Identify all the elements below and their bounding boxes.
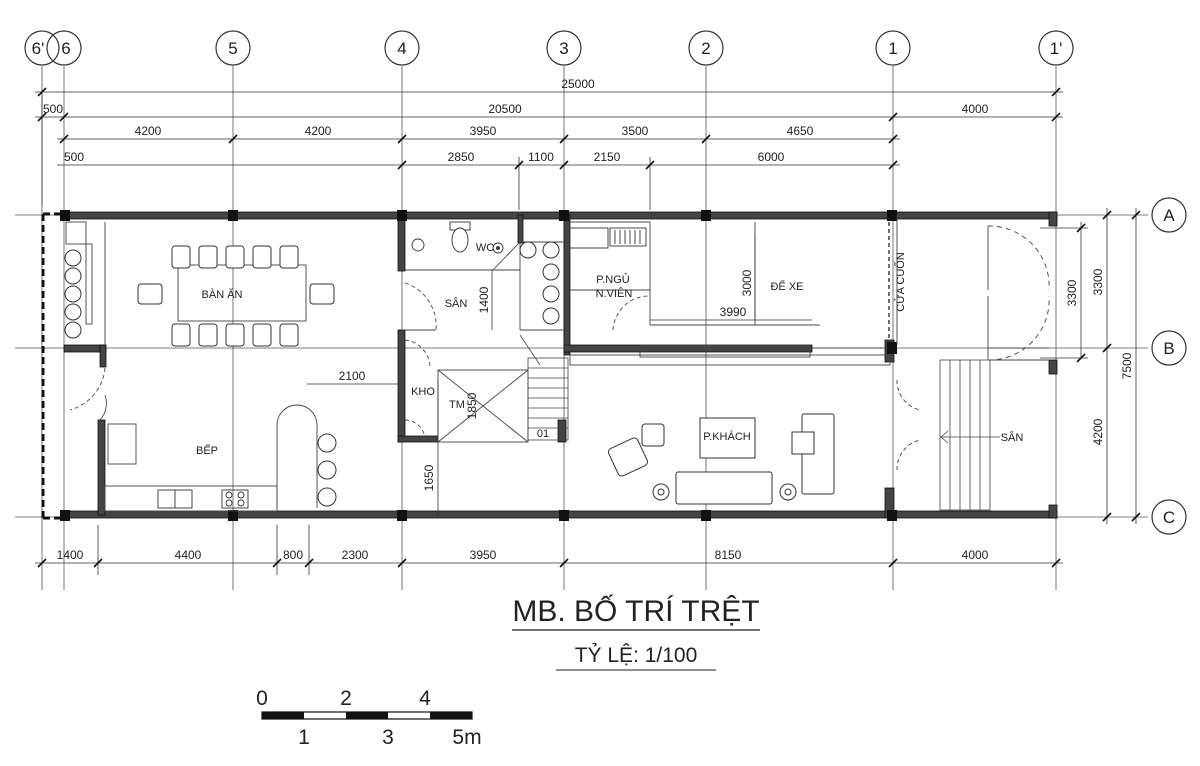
dimension-texts-right: 3300 4200 7500 3300 [1065, 268, 1134, 445]
room-elevator: TM [449, 399, 465, 411]
dim-1400-bottom: 1400 [57, 548, 84, 562]
axis-label-1: 1 [888, 39, 897, 58]
axis-label-a: A [1163, 206, 1175, 225]
scale-label-1: 1 [298, 726, 310, 749]
plants [64, 241, 560, 339]
scale-label-2: 2 [340, 687, 352, 710]
dimension-ticks-top [37, 87, 1061, 170]
dim-3300-right: 3300 [1091, 268, 1105, 295]
room-rolling-door: CỬA CUỐN [893, 252, 907, 312]
dim-3950-top: 3950 [470, 124, 497, 138]
doors [69, 225, 1050, 471]
axis-label-c: C [1163, 508, 1175, 527]
subtitle-text: TỶ LỆ: 1/100 [575, 644, 698, 667]
axis-label-1p: 1' [1050, 39, 1063, 58]
room-front-yard: SÂN [1001, 431, 1024, 444]
dimension-texts-bottom: 1400 4400 800 2300 3950 8150 4000 [57, 548, 989, 562]
axis-label-3: 3 [559, 39, 568, 58]
dim-3950-bottom: 3950 [470, 548, 497, 562]
inner-dimension-texts: 3000 3990 1400 2100 1850 1650 [339, 269, 754, 491]
dim-2850: 2850 [448, 150, 475, 164]
bar-stools [317, 433, 337, 507]
plan-title: MB. BỐ TRÍ TRỆT TỶ LỆ: 1/100 [512, 594, 760, 671]
axis-label-2: 2 [701, 39, 710, 58]
room-storage: KHO [411, 386, 435, 398]
dim-total: 25000 [561, 77, 595, 91]
scale-label-4: 4 [419, 687, 431, 710]
dim-2300: 2300 [342, 548, 369, 562]
dim-3000: 3000 [740, 269, 754, 296]
room-yard-inner: SÂN [445, 297, 468, 310]
dim-4200-a: 4200 [135, 124, 162, 138]
dim-4400: 4400 [175, 548, 202, 562]
inner-dimension-lines [307, 235, 812, 517]
dim-3500: 3500 [622, 124, 649, 138]
title-text: MB. BỐ TRÍ TRỆT [512, 594, 759, 628]
dim-4200-right: 4200 [1091, 418, 1105, 445]
dim-20500: 20500 [488, 102, 522, 116]
dim-1400-inner: 1400 [477, 286, 491, 313]
axis-bubbles-top [24, 30, 1074, 66]
dim-500-inner: 500 [64, 150, 84, 164]
room-living: P.KHÁCH [703, 430, 751, 443]
axis-label-6p: 6' [32, 39, 45, 58]
dimension-lines-bottom [35, 525, 1063, 575]
dining-chairs [137, 245, 335, 347]
dim-1850: 1850 [465, 392, 479, 419]
axis-labels-top: 6' 6 5 4 3 2 1 1' [32, 39, 1063, 58]
dim-1650: 1650 [422, 464, 436, 491]
dim-3300-door: 3300 [1065, 279, 1079, 306]
room-kitchen: BẾP [196, 444, 218, 457]
dim-6000: 6000 [758, 150, 785, 164]
stairs-inner [519, 334, 569, 441]
dashed-boundary [41, 212, 64, 520]
dim-500-top: 500 [43, 102, 63, 116]
dim-3990: 3990 [720, 305, 747, 319]
kitchen-fixtures [157, 489, 249, 509]
dimension-texts-top: 25000 500 20500 4000 4200 4200 3950 3500… [43, 77, 989, 164]
dim-2150: 2150 [594, 150, 621, 164]
dim-1100: 1100 [528, 150, 554, 164]
living-furniture [607, 413, 835, 505]
axis-label-5: 5 [228, 39, 237, 58]
dim-8150: 8150 [715, 548, 742, 562]
axis-labels-right: A B C [1163, 206, 1175, 527]
dim-2100: 2100 [339, 369, 366, 383]
dim-4200-b: 4200 [305, 124, 332, 138]
dimension-ticks-right [1076, 210, 1141, 522]
dim-7500-right: 7500 [1120, 352, 1134, 379]
room-dining: BÀN ĂN [202, 288, 243, 301]
wc-fixtures [411, 221, 504, 254]
room-staff-line2: N.VIÊN [596, 287, 633, 300]
staff-room-furniture [569, 227, 647, 249]
dim-4650: 4650 [787, 124, 814, 138]
scale-label-3: 3 [382, 726, 394, 749]
scale-label-0: 0 [256, 687, 268, 710]
stairs-front [939, 359, 1000, 511]
room-labels: BÀN ĂN BẾP WC SÂN KHO TM P.NGỦ N.VIÊN ĐỂ… [196, 242, 1023, 457]
scale-bar: 0 2 4 1 3 5m [256, 687, 481, 749]
stair-number: 01 [537, 428, 549, 440]
scale-label-5m: 5m [452, 726, 481, 749]
dim-4000-bottom: 4000 [962, 548, 989, 562]
axis-label-4: 4 [397, 39, 406, 58]
dim-800: 800 [283, 548, 303, 562]
axis-bubbles-right [1151, 197, 1187, 535]
room-staff-line1: P.NGỦ [596, 273, 629, 286]
dim-4000-top: 4000 [962, 102, 989, 116]
room-wc: WC [476, 242, 494, 254]
axis-label-b: B [1163, 339, 1174, 358]
room-parking: ĐỂ XE [770, 280, 803, 293]
wall-columns [60, 210, 897, 521]
dimension-ticks-bottom [37, 558, 1061, 568]
axis-label-6: 6 [61, 39, 70, 58]
dimension-lines-top [35, 91, 1063, 210]
